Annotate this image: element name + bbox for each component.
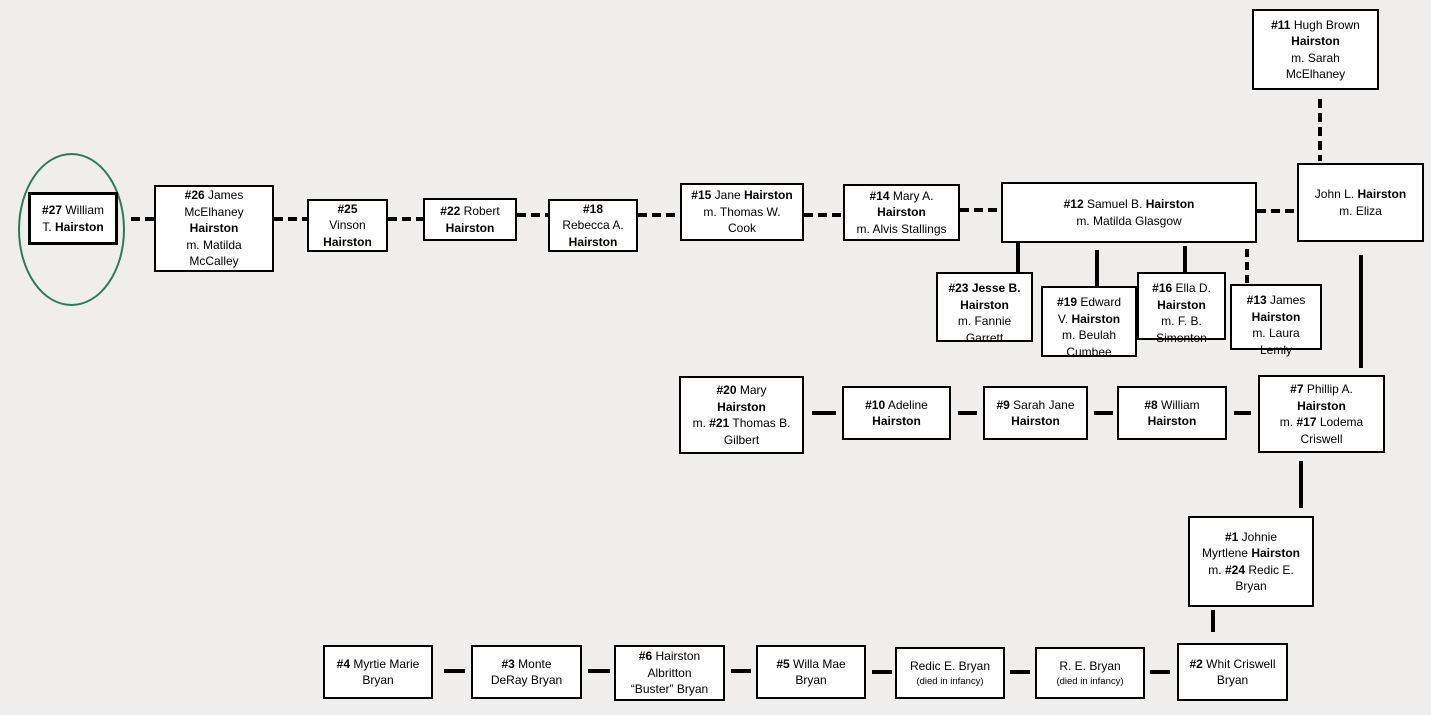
person-8-william-hairston: #8 William Hairston	[1117, 386, 1227, 440]
person-9-sarah-jane-hairston: #9 Sarah Jane Hairston	[983, 386, 1088, 440]
person-6-hairston-albritton-buster-bryan: #6 Hairston Albritton “Buster” Bryan	[614, 645, 725, 701]
person-27-william-t-hairston: #27 William T. Hairston	[28, 192, 118, 245]
person-22-robert-hairston: #22 Robert Hairston	[423, 198, 517, 241]
person-r-e-bryan: R. E. Bryan (died in infancy)	[1035, 647, 1145, 699]
person-18-rebecca-a-hairston: #18 Rebecca A. Hairston	[548, 199, 638, 252]
person-redic-e-bryan: Redic E. Bryan (died in infancy)	[895, 647, 1005, 699]
person-3-monte-deray-bryan: #3 Monte DeRay Bryan	[471, 645, 582, 699]
person-10-adeline-hairston: #10 Adeline Hairston	[842, 386, 951, 440]
person-john-l-hairston: John L. Hairston m. Eliza	[1297, 163, 1424, 242]
person-12-samuel-b-hairston: #12 Samuel B. Hairston m. Matilda Glasgo…	[1001, 182, 1257, 243]
person-4-myrtie-marie-bryan: #4 Myrtie Marie Bryan	[323, 645, 433, 699]
person-15-jane-hairston: #15 Jane Hairston m. Thomas W. Cook	[680, 183, 804, 241]
solid-connectors	[444, 243, 1363, 674]
person-26-james-mcelhaney-hairston: #26 James McElhaney Hairston m. Matilda …	[154, 185, 274, 272]
person-14-mary-a-hairston: #14 Mary A. Hairston m. Alvis Stallings	[843, 184, 960, 241]
person-7-phillip-a-hairston: #7 Phillip A. Hairston m. #17 Lodema Cri…	[1258, 375, 1385, 453]
dashed-connectors	[131, 99, 1322, 285]
person-2-whit-criswell-bryan: #2 Whit Criswell Bryan	[1177, 643, 1288, 701]
person-23-jesse-b-hairston: #23 Jesse B. Hairston m. Fannie Garrett	[936, 272, 1033, 345]
highlight-circle	[18, 153, 125, 306]
person-20-mary-hairston: #20 Mary Hairston m. #21 Thomas B. Gilbe…	[679, 376, 804, 454]
person-13-james-hairston: #13 James Hairston m. Laura Lemly	[1230, 284, 1322, 357]
person-16-ella-d-hairston: #16 Ella D. Hairston m. F. B. Simonton	[1137, 272, 1226, 345]
person-1-johnie-myrtlene-hairston: #1 Johnie Myrtlene Hairston m. #24 Redic…	[1188, 516, 1314, 607]
person-19-edward-v-hairston: #19 Edward V. Hairston m. Beulah Cumbee	[1041, 286, 1137, 359]
person-5-willa-mae-bryan: #5 Willa Mae Bryan	[756, 645, 866, 699]
person-25-vinson-hairston: #25 Vinson Hairston	[307, 199, 388, 252]
person-11-hugh-brown-hairston: #11 Hugh Brown Hairston m. Sarah McElhan…	[1252, 9, 1379, 90]
